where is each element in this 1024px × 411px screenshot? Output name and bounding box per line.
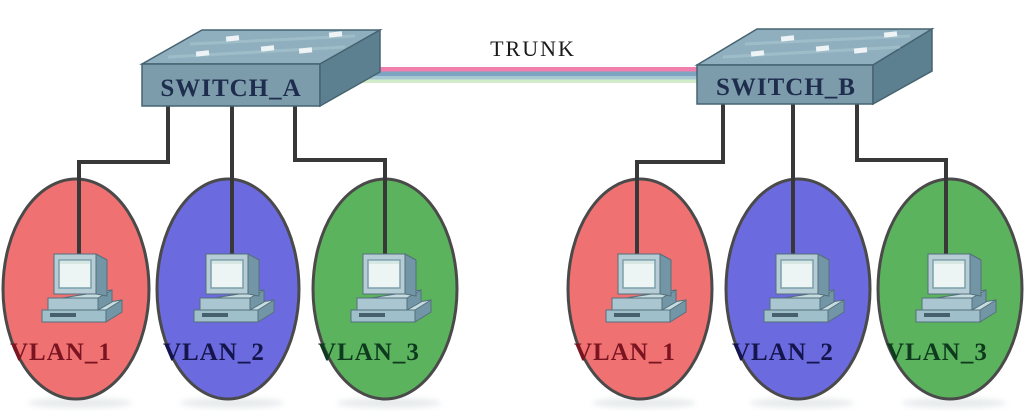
switch-b-label: SWITCH_B: [716, 74, 856, 101]
link-switcha-vlan1: [77, 106, 170, 270]
vlan-a1-label: VLAN_1: [10, 339, 112, 366]
link-switcha-vlan3: [293, 106, 387, 270]
vlan-b3-label: VLAN_3: [886, 339, 988, 366]
switch-icon: [694, 27, 935, 106]
switch-a-node: SWITCH_A: [139, 28, 383, 108]
switch-a-label: SWITCH_A: [160, 75, 301, 102]
link-switchb-vlan3: [855, 104, 948, 270]
vlan-b2-label: VLAN_2: [732, 339, 834, 366]
trunk-label: TRUNK: [490, 36, 576, 61]
switch-b-node: SWITCH_B: [694, 27, 935, 106]
vlan-b1-label: VLAN_1: [574, 339, 676, 366]
trunk-stripe-green: [360, 79, 702, 83]
trunk-stripe-blue: [360, 71, 702, 76]
access-links: [77, 104, 948, 270]
link-switchb-vlan1: [635, 104, 725, 270]
trunk-link: [360, 67, 702, 83]
trunk-stripe-lightblue: [360, 76, 702, 80]
trunk-stripe-pink: [360, 67, 702, 72]
ellipse-shadows: [28, 398, 1006, 408]
vlan-a2-label: VLAN_2: [163, 339, 265, 366]
vlan-a3-label: VLAN_3: [318, 339, 420, 366]
switch-icon: [139, 28, 383, 108]
